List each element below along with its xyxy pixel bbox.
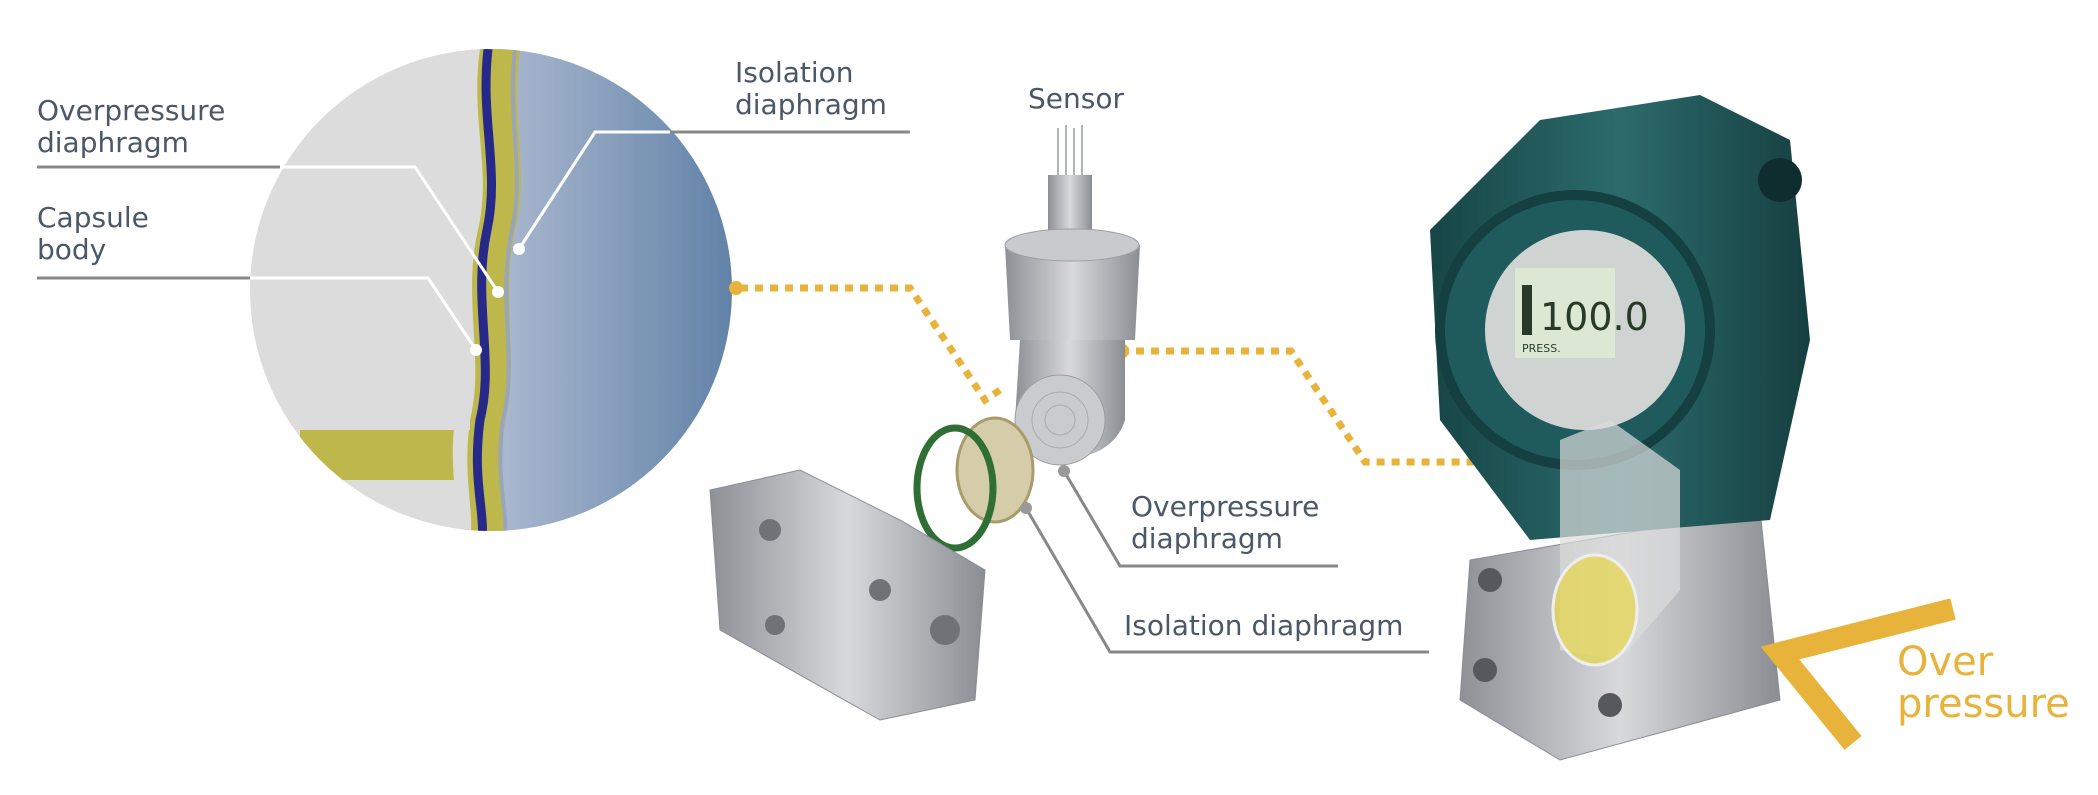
transmitter: 100.0 PRESS. (1430, 95, 1810, 761)
label-overpressure-2: diaphragm (1131, 522, 1283, 555)
lcd-reading: 100.0 (1540, 295, 1649, 339)
capsule-body (300, 49, 521, 531)
overpressure-arrow (1760, 598, 1956, 750)
label-isolation-diaphragm-2: diaphragm (735, 88, 887, 121)
overpressure-diaphragm-layer (472, 49, 496, 531)
label-overpressure-1: Overpressure (1131, 490, 1319, 523)
isolation-diaphragm-layer (498, 49, 519, 531)
detail-leaders (37, 130, 910, 351)
connector-dot (729, 281, 743, 295)
o-ring (913, 424, 997, 552)
capsule-dot (470, 344, 482, 356)
label-over: Over (1897, 639, 1994, 685)
label-capsule-body-2: body (37, 233, 106, 266)
label-capsule-body-1: Capsule (37, 201, 149, 234)
label-overpressure-diaphragm-1: Overpressure (37, 94, 225, 127)
label-sensor: Sensor (1028, 82, 1124, 115)
lcd-mode: PRESS. (1522, 342, 1561, 355)
label-isolation-diaphragm-1: Isolation (735, 56, 854, 89)
isolation-dot (513, 243, 525, 255)
overpressure-dot (492, 286, 504, 298)
right-leaders (1024, 470, 1429, 654)
isolation-diaphragm-part (955, 416, 1035, 524)
sensor-assembly (1004, 125, 1140, 466)
label-overpressure-diaphragm-2: diaphragm (37, 126, 189, 159)
label-pressure: pressure (1897, 681, 2070, 727)
label-isolation-diaphragm: Isolation diaphragm (1124, 609, 1403, 642)
flange (709, 469, 986, 721)
